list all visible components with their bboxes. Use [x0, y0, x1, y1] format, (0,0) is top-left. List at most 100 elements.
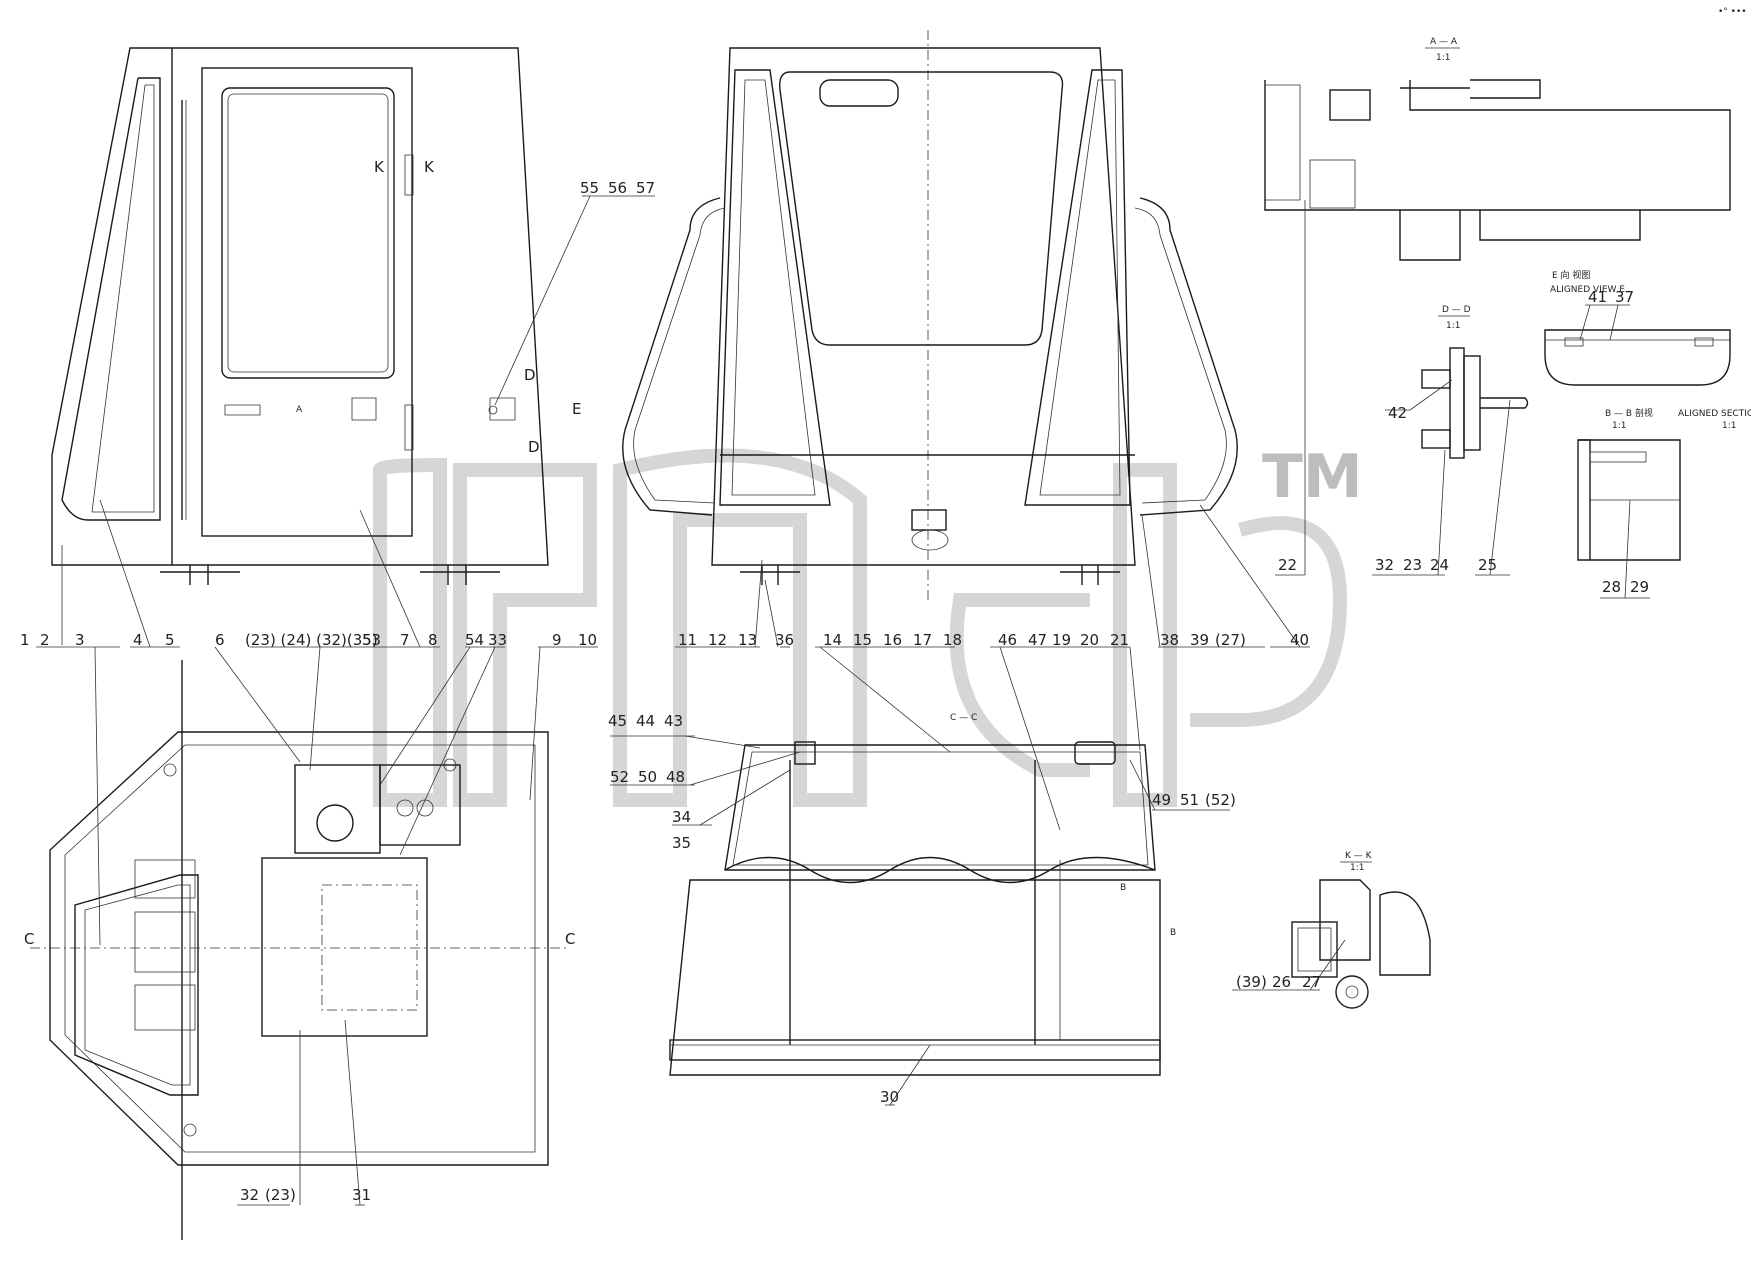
section-d-d: D — D 1:1 — [1421, 305, 1529, 459]
label-22: 22 — [1278, 556, 1297, 574]
marker-b-2: B — [1170, 928, 1176, 938]
label-42: 42 — [1388, 404, 1407, 422]
view-b-b-scale-2: 1:1 — [1722, 421, 1736, 431]
label-34: 34 — [672, 808, 691, 826]
label-28: 28 — [1602, 578, 1621, 596]
label-10: 10 — [578, 631, 597, 649]
view-d-d-title: D — D — [1442, 305, 1471, 315]
marker-c-left: C — [24, 930, 34, 948]
label-50: 50 — [638, 768, 657, 786]
label-49: 49 — [1152, 791, 1171, 809]
label-55: 55 — [580, 179, 599, 197]
section-a-a: A — A 1:1 — [1264, 37, 1731, 261]
label-29: 29 — [1630, 578, 1649, 596]
view-e: E 向 视图 ALIGNED VIEW E — [1544, 269, 1731, 386]
label-51: 51 — [1180, 791, 1199, 809]
marker-a: A — [296, 405, 303, 415]
marker-k-left: K — [374, 158, 385, 176]
label-13: 13 — [738, 631, 757, 649]
view-b-b-title: B — B 剖视 — [1605, 407, 1653, 419]
label-18: 18 — [943, 631, 962, 649]
label-32-plan: 32 — [240, 1186, 259, 1204]
view-e-title: E 向 视图 — [1552, 269, 1590, 281]
label-40: 40 — [1290, 631, 1309, 649]
label-27-paren: (27) — [1215, 631, 1246, 649]
view-b-b-scale-1: 1:1 — [1612, 421, 1626, 431]
label-38: 38 — [1160, 631, 1179, 649]
label-41: 41 — [1588, 288, 1607, 306]
label-27-kk: 27 — [1302, 973, 1321, 991]
label-47: 47 — [1028, 631, 1047, 649]
label-36: 36 — [775, 631, 794, 649]
label-26: 26 — [1272, 973, 1291, 991]
label-46: 46 — [998, 631, 1017, 649]
label-7: 7 — [400, 631, 410, 649]
label-53: 53 — [362, 631, 381, 649]
label-57: 57 — [636, 179, 655, 197]
view-c-c-title: C — C — [950, 713, 977, 723]
view-k-k-scale: 1:1 — [1350, 863, 1364, 873]
label-group-a: (23) (24) (32)(35) — [245, 631, 378, 649]
label-2: 2 — [40, 631, 50, 649]
label-48: 48 — [666, 768, 685, 786]
view-a-a-title: A — A — [1430, 37, 1458, 47]
label-30: 30 — [880, 1088, 899, 1106]
label-20: 20 — [1080, 631, 1099, 649]
label-56: 56 — [608, 179, 627, 197]
view-a-a-scale: 1:1 — [1436, 53, 1450, 63]
label-16: 16 — [883, 631, 902, 649]
label-21: 21 — [1110, 631, 1129, 649]
label-19: 19 — [1052, 631, 1071, 649]
view-d-d-scale: 1:1 — [1446, 321, 1460, 331]
front-view — [622, 30, 1238, 600]
plan-view — [30, 660, 570, 1240]
marker-e: E — [572, 400, 581, 418]
view-k-k-title: K — K — [1345, 851, 1373, 861]
label-32-dd: 32 — [1375, 556, 1394, 574]
label-14: 14 — [823, 631, 842, 649]
label-4: 4 — [133, 631, 143, 649]
marker-k-right: K — [424, 158, 435, 176]
view-b-b-subtitle: ALIGNED SECTION B-B — [1678, 409, 1751, 419]
corner-mark: •° ••• — [1718, 7, 1747, 17]
label-39: 39 — [1190, 631, 1209, 649]
label-37: 37 — [1615, 288, 1634, 306]
side-view — [51, 47, 549, 585]
section-b-b: B — B 剖视 1:1 ALIGNED SECTION B-B 1:1 — [1577, 407, 1751, 561]
label-23-dd: 23 — [1403, 556, 1422, 574]
label-1: 1 — [20, 631, 30, 649]
label-6: 6 — [215, 631, 225, 649]
view-e-subtitle: ALIGNED VIEW E — [1550, 285, 1625, 295]
section-k-k: K — K 1:1 — [1291, 851, 1431, 1009]
label-23-plan: (23) — [265, 1186, 296, 1204]
label-43: 43 — [664, 712, 683, 730]
part-labels: 1 2 3 4 5 6 (23) (24) (32)(35) 53 7 8 54… — [20, 179, 1649, 1204]
trademark-symbol: TM — [1262, 442, 1363, 512]
marker-c-right: C — [565, 930, 575, 948]
label-39-kk: (39) — [1236, 973, 1267, 991]
watermark-logo: TM — [373, 442, 1363, 807]
label-15: 15 — [853, 631, 872, 649]
label-17: 17 — [913, 631, 932, 649]
label-52-paren: (52) — [1205, 791, 1236, 809]
leader-lines — [36, 195, 1650, 1206]
label-44: 44 — [636, 712, 655, 730]
label-11: 11 — [678, 631, 697, 649]
label-52: 52 — [610, 768, 629, 786]
label-25: 25 — [1478, 556, 1497, 574]
label-3: 3 — [75, 631, 85, 649]
marker-d-bottom: D — [528, 438, 540, 456]
label-5: 5 — [165, 631, 175, 649]
label-12: 12 — [708, 631, 727, 649]
label-54: 54 — [465, 631, 484, 649]
label-24-dd: 24 — [1430, 556, 1449, 574]
label-8: 8 — [428, 631, 438, 649]
label-31: 31 — [352, 1186, 371, 1204]
marker-b-1: B — [1120, 883, 1126, 893]
label-45: 45 — [608, 712, 627, 730]
marker-d-top: D — [524, 366, 536, 384]
label-33: 33 — [488, 631, 507, 649]
section-c-c — [669, 741, 1161, 1076]
